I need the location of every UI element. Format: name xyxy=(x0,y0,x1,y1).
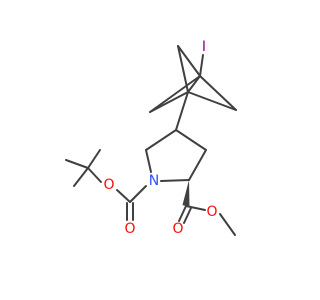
bond-c2-to-c3 xyxy=(188,149,207,181)
iodine-atom-label: I xyxy=(202,39,206,55)
bond-ester-c-to-ether-o xyxy=(185,205,206,211)
bond-c5-to-n1 xyxy=(145,149,152,173)
bond-n1-to-c2 xyxy=(160,179,190,182)
ester-carbonyl-oxygen-label: O xyxy=(172,221,183,237)
bond-n-to-carbamate-c xyxy=(129,185,147,203)
bond-c4-to-c5 xyxy=(145,129,177,151)
stereo-wedge-bond xyxy=(182,180,190,207)
bond-bridgehead-top-to-c-right xyxy=(199,75,237,111)
bond-tbutyl-to-methyl-2 xyxy=(65,159,89,169)
bond-bridgehead-top-to-iodine xyxy=(199,54,204,77)
bond-cage-to-pyrrolidine xyxy=(175,91,189,131)
atom-labels: I N O O O O xyxy=(103,39,217,237)
bond-tbutyl-to-methyl-3 xyxy=(73,167,89,187)
molecule-structure: I N O O O O xyxy=(65,39,237,237)
carbamate-ether-oxygen-label: O xyxy=(103,177,114,193)
bond-ether-o-to-methyl xyxy=(219,213,236,236)
bond-ester-c-to-carbonyl-o-b xyxy=(183,207,192,224)
bond-ether-o-to-tbutyl-c xyxy=(87,167,102,183)
bond-ester-c-to-carbonyl-o-a xyxy=(178,205,187,222)
ester-ether-oxygen-label: O xyxy=(206,204,217,220)
bond-carbamate-c-to-ether-o xyxy=(116,189,131,203)
nitrogen-atom-label: N xyxy=(149,173,159,189)
bond-tbutyl-to-methyl-1 xyxy=(87,149,101,169)
carbamate-carbonyl-oxygen-label: O xyxy=(124,221,135,237)
bond-c-left-to-bridgehead-bottom xyxy=(149,91,189,113)
methyl-ester-group xyxy=(178,205,236,236)
bond-c-back-to-bridgehead-bottom xyxy=(177,45,189,93)
bond-c-right-to-bridgehead-bottom xyxy=(187,91,237,111)
bond-bridgehead-top-to-c-back xyxy=(177,45,201,77)
bond-c3-to-c4 xyxy=(175,129,207,151)
pyrrolidine-ring xyxy=(145,129,207,182)
boc-carbamate-group xyxy=(65,149,147,221)
bond-bridgehead-top-to-c-left xyxy=(149,75,201,113)
bicyclopentane-cage xyxy=(149,45,237,113)
